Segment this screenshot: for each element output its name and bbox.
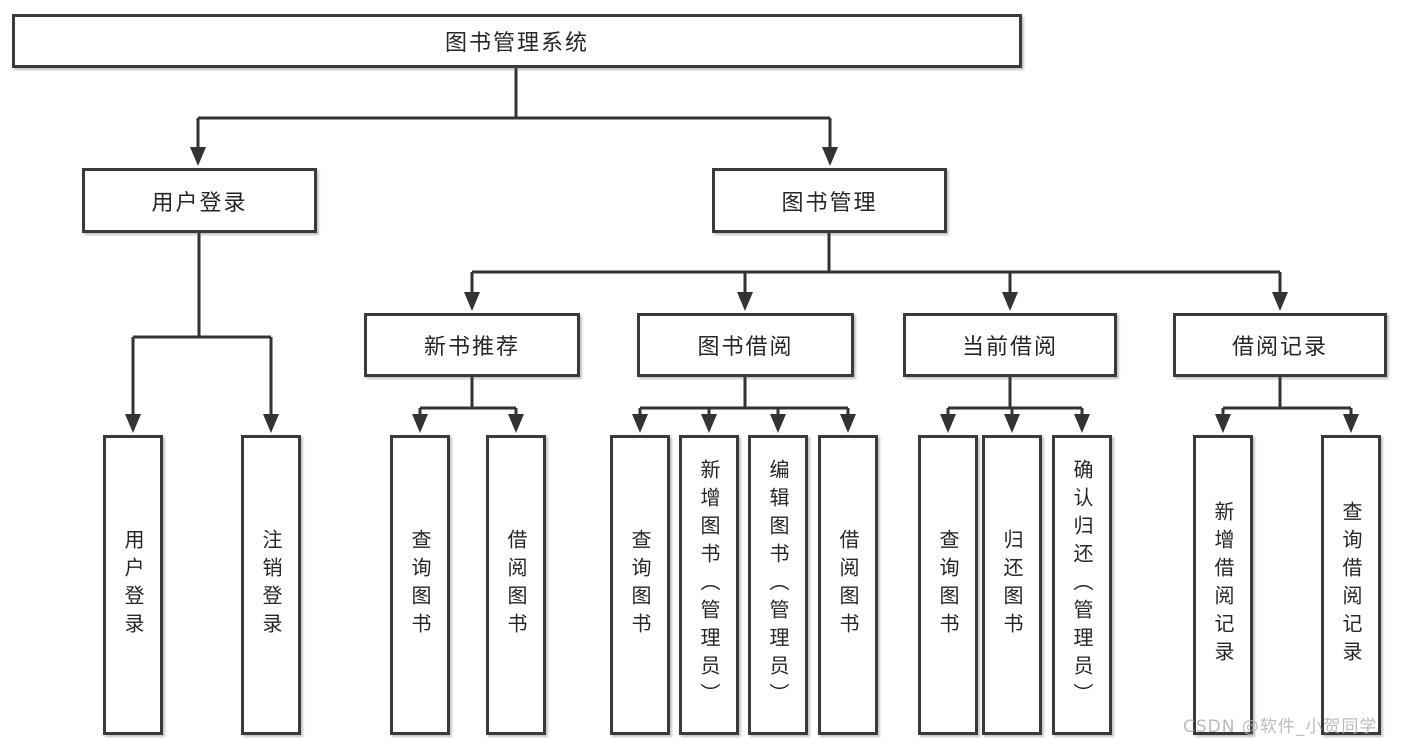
- node-leaf-query-borrow-record: 查询借阅记录: [1321, 435, 1381, 735]
- node-label: 编辑图书（管理员）: [766, 459, 790, 711]
- node-l3-current-borrow: 当前借阅: [903, 313, 1117, 377]
- node-label: 查询图书: [408, 529, 432, 641]
- node-label: 新增借阅记录: [1211, 501, 1235, 669]
- node-label: 图书管理系统: [444, 31, 589, 56]
- arrow-down-icon: [1002, 292, 1018, 311]
- arrow-down-icon: [263, 414, 279, 433]
- arrowheads: [125, 147, 1359, 433]
- node-leaf-add-book-admin: 新增图书（管理员）: [679, 435, 739, 735]
- node-label: 归还图书: [1000, 529, 1024, 641]
- node-label: 用户登录: [121, 529, 145, 641]
- arrow-down-icon: [840, 414, 856, 433]
- arrow-down-icon: [632, 414, 648, 433]
- watermark: CSDN @软件_小贺同学: [1183, 717, 1378, 737]
- node-l2-user-login: 用户登录: [82, 168, 317, 233]
- arrow-down-icon: [737, 292, 753, 311]
- arrow-down-icon: [701, 414, 717, 433]
- arrow-down-icon: [508, 414, 524, 433]
- node-leaf-return-books: 归还图书: [982, 435, 1042, 735]
- arrow-down-icon: [1215, 414, 1231, 433]
- node-label: 查询图书: [936, 529, 960, 641]
- node-label: 确认归还（管理员）: [1070, 459, 1094, 711]
- node-label: 当前借阅: [961, 335, 1058, 360]
- node-label: 借阅记录: [1231, 335, 1328, 360]
- node-label: 注销登录: [259, 529, 283, 641]
- node-leaf-query-books-recommend: 查询图书: [390, 435, 450, 735]
- arrow-down-icon: [770, 414, 786, 433]
- arrow-down-icon: [1343, 414, 1359, 433]
- node-label: 新书推荐: [423, 335, 520, 360]
- node-leaf-borrow-books-recommend: 借阅图书: [486, 435, 546, 735]
- node-leaf-logout: 注销登录: [241, 435, 301, 735]
- node-leaf-confirm-return-admin: 确认归还（管理员）: [1052, 435, 1112, 735]
- node-leaf-query-books-borrow: 查询图书: [610, 435, 670, 735]
- node-label: 查询借阅记录: [1339, 501, 1363, 669]
- node-leaf-query-books-current: 查询图书: [918, 435, 978, 735]
- node-leaf-user-login: 用户登录: [103, 435, 163, 735]
- arrow-down-icon: [822, 147, 838, 166]
- arrow-down-icon: [412, 414, 428, 433]
- node-label: 借阅图书: [504, 529, 528, 641]
- connector-path: [131, 68, 1353, 418]
- node-label: 用户登录: [151, 190, 248, 216]
- node-l3-book-borrow: 图书借阅: [637, 313, 854, 377]
- node-leaf-add-borrow-record: 新增借阅记录: [1193, 435, 1253, 735]
- node-l3-new-book-recommend: 新书推荐: [364, 313, 580, 377]
- node-l3-borrow-records: 借阅记录: [1173, 313, 1387, 377]
- arrow-down-icon: [1074, 414, 1090, 433]
- arrow-down-icon: [464, 292, 480, 311]
- node-label: 新增图书（管理员）: [697, 459, 721, 711]
- node-root-system: 图书管理系统: [12, 14, 1022, 68]
- node-label: 图书管理: [781, 190, 878, 216]
- node-leaf-edit-book-admin: 编辑图书（管理员）: [748, 435, 808, 735]
- node-label: 图书借阅: [697, 335, 794, 360]
- node-label: 借阅图书: [836, 529, 860, 641]
- node-leaf-borrow-books: 借阅图书: [818, 435, 878, 735]
- node-l2-book-management: 图书管理: [712, 168, 947, 233]
- arrow-down-icon: [940, 414, 956, 433]
- arrow-down-icon: [1004, 414, 1020, 433]
- arrow-down-icon: [190, 147, 206, 166]
- arrow-down-icon: [125, 414, 141, 433]
- node-label: 查询图书: [628, 529, 652, 641]
- arrow-down-icon: [1272, 292, 1288, 311]
